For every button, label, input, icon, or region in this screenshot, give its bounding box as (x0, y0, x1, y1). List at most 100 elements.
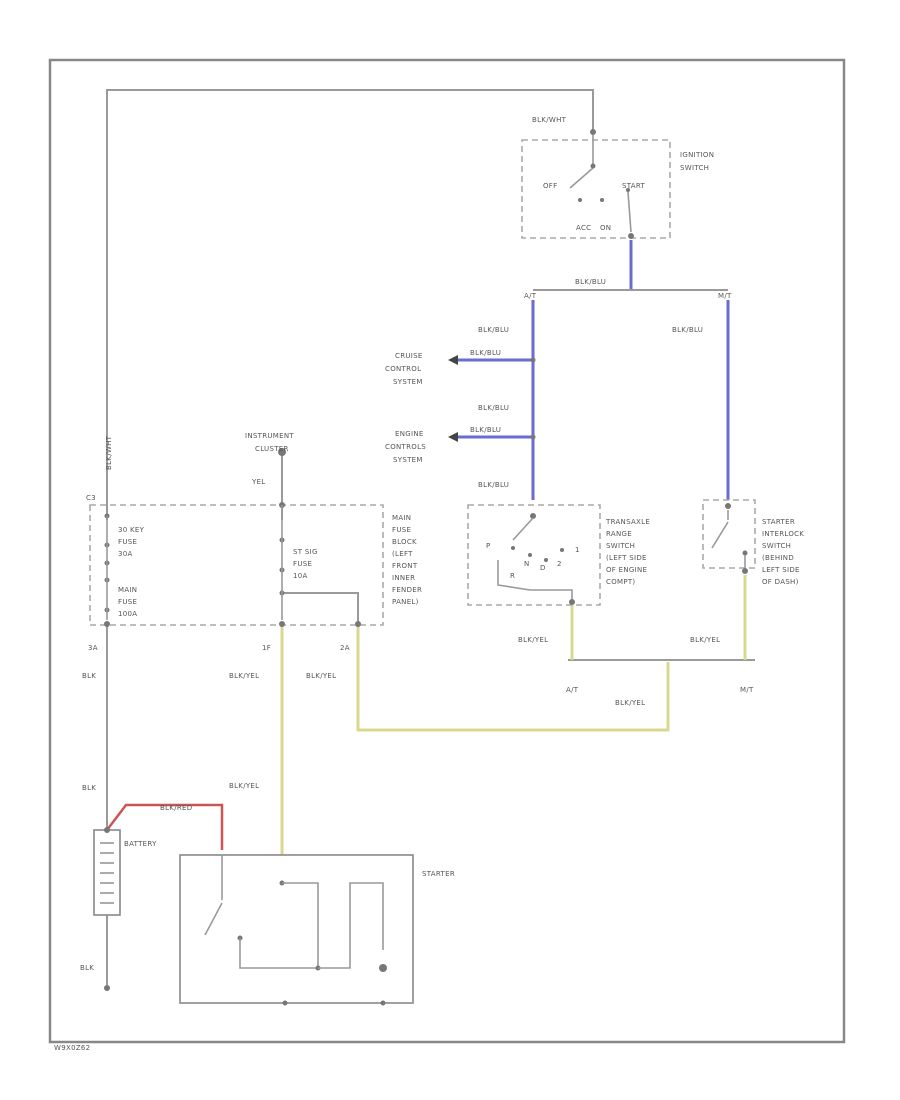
cruise-connector-arrow (448, 355, 458, 365)
transaxle-letter-d: D (540, 564, 546, 572)
wire-label-blk-blu-main: BLK/BLU (575, 278, 606, 286)
fuse1-label-1: 30 KEY (118, 526, 145, 534)
wire-label-blk-blu-at: BLK/BLU (478, 326, 509, 334)
ground-icon (104, 985, 110, 991)
starter-label: STARTER (422, 870, 455, 878)
transaxle-label-3: SWITCH (606, 542, 635, 550)
transaxle-switch-box (467, 504, 601, 606)
fuse2-label-1: MAIN (118, 586, 137, 594)
wire-label-blk-yel-sw: BLK/YEL (690, 636, 720, 644)
engine-controls-label-1: ENGINE (395, 430, 424, 438)
wire-label-engine-branch: BLK/BLU (470, 426, 501, 434)
branch-label-at-bottom: A/T (566, 686, 579, 694)
wire-label-blk-blu-mid: BLK/BLU (478, 404, 509, 412)
ignition-switch-label-1: IGNITION (680, 151, 714, 159)
wire-label-blk-yel-starter: BLK/YEL (229, 782, 259, 790)
engine-splice (530, 434, 536, 440)
starter-switch-blade (204, 902, 223, 936)
interlock-label-1: STARTER (762, 518, 795, 526)
wire-label-blk-blu-low: BLK/BLU (478, 481, 509, 489)
fuse2-label-3: 100A (118, 610, 137, 618)
fuse1-label-2: FUSE (118, 538, 137, 546)
fuse-block-label-5: FRONT (392, 562, 418, 570)
terminal-junction-top: C3 (86, 494, 96, 502)
cruise-control-label-1: CRUISE (395, 352, 423, 360)
wire-label-cruise-branch: BLK/BLU (470, 349, 501, 357)
wire-label-yel: YEL (251, 478, 266, 486)
instrument-cluster-connector-icon (278, 448, 286, 456)
interlock-switch-blade (711, 521, 729, 549)
cruise-splice (530, 357, 536, 363)
fuse-block-label-3: BLOCK (392, 538, 417, 546)
fuse3-label-2: FUSE (293, 560, 312, 568)
diagram-border (48, 58, 846, 1044)
interlock-switch-box (702, 499, 756, 569)
transaxle-label-2: RANGE (606, 530, 632, 538)
terminal-fuse-left-bottom: 3A (88, 644, 98, 652)
wire-top-blk-wht (106, 89, 594, 520)
fuse-block-label-4: (LEFT (392, 550, 413, 558)
transaxle-letter-r: R (510, 572, 515, 580)
fuse-block-label-1: MAIN (392, 514, 411, 522)
fuse1-label-3: 30A (118, 550, 133, 558)
wire-label-blk-blu-mt: BLK/BLU (672, 326, 703, 334)
wire-blk-yel-bottom (356, 625, 670, 732)
interlock-label-4: (BEHIND (762, 554, 794, 562)
ignition-switch-box (521, 139, 671, 239)
terminal-fuse-center-bottom: 1F (262, 644, 271, 652)
branch-label-mt-bottom: M/T (740, 686, 754, 694)
engine-connector-arrow (448, 432, 458, 442)
engine-controls-label-3: SYSTEM (393, 456, 423, 464)
ignition-pos-off: OFF (543, 182, 557, 190)
wire-label-left-vertical: BLK/WHT (105, 435, 113, 470)
transaxle-label-1: TRANSAXLE (605, 518, 650, 526)
fuse-block-label-2: FUSE (392, 526, 411, 534)
wire-label-blk-yel-bottom: BLK/YEL (615, 699, 645, 707)
wire-label-ground: BLK (80, 964, 94, 972)
ignition-pos-on: ON (600, 224, 611, 232)
wire-label-left-blk-2: BLK (82, 784, 96, 792)
wire-blk-yel-right (282, 592, 359, 625)
engine-controls-label-2: CONTROLS (385, 443, 426, 451)
transaxle-letter-p: P (486, 542, 491, 550)
ignition-switch-label-2: SWITCH (680, 164, 709, 172)
wire-label-blk-yel-tr: BLK/YEL (518, 636, 548, 644)
cruise-control-label-3: SYSTEM (393, 378, 423, 386)
interlock-label-2: INTERLOCK (762, 530, 804, 538)
fuse3-label-3: 10A (293, 572, 308, 580)
wire-label-battery-red: BLK/RED (160, 804, 192, 812)
interlock-label-3: SWITCH (762, 542, 791, 550)
transaxle-label-4: (LEFT SIDE (606, 554, 647, 562)
transaxle-label-6: COMPT) (606, 578, 635, 586)
fuse-block-label-7: FENDER (392, 586, 422, 594)
diagram-code: W9X0Z62 (54, 1044, 90, 1052)
fuse2-label-2: FUSE (118, 598, 137, 606)
branch-label-mt-top: M/T (718, 292, 732, 300)
fuse3-label-1: ST SIG (293, 548, 318, 556)
interlock-label-6: OF DASH) (762, 578, 799, 586)
wire-label-top-blk-wht: BLK/WHT (532, 116, 567, 124)
fuse-block-box (89, 504, 384, 626)
interlock-label-5: LEFT SIDE (762, 566, 800, 574)
cruise-control-label-2: CONTROL (385, 365, 421, 373)
fuse-block-label-8: PANEL) (392, 598, 419, 606)
wire-label-blk-yel-right: BLK/YEL (306, 672, 336, 680)
transaxle-letter-n: N (524, 560, 530, 568)
terminal-fuse-right-bottom: 2A (340, 644, 350, 652)
transaxle-letter-1: 1 (575, 546, 580, 554)
instrument-cluster-label-2: CLUSTER (255, 445, 289, 453)
wire-battery-red (106, 803, 224, 850)
wire-label-blk-yel-center: BLK/YEL (229, 672, 259, 680)
ignition-pos-acc: ACC (576, 224, 591, 232)
transaxle-label-5: OF ENGINE (606, 566, 647, 574)
ignition-switch-blade (569, 167, 594, 189)
ignition-pos-start: START (622, 182, 646, 190)
ignition-terminal-top (590, 129, 596, 135)
battery-label: BATTERY (124, 840, 157, 848)
starter-box (179, 854, 414, 1004)
wire-label-left-blk-1: BLK (82, 672, 96, 680)
transaxle-letter-2: 2 (557, 560, 562, 568)
branch-label-at-top: A/T (524, 292, 537, 300)
instrument-cluster-label-1: INSTRUMENT (245, 432, 294, 440)
